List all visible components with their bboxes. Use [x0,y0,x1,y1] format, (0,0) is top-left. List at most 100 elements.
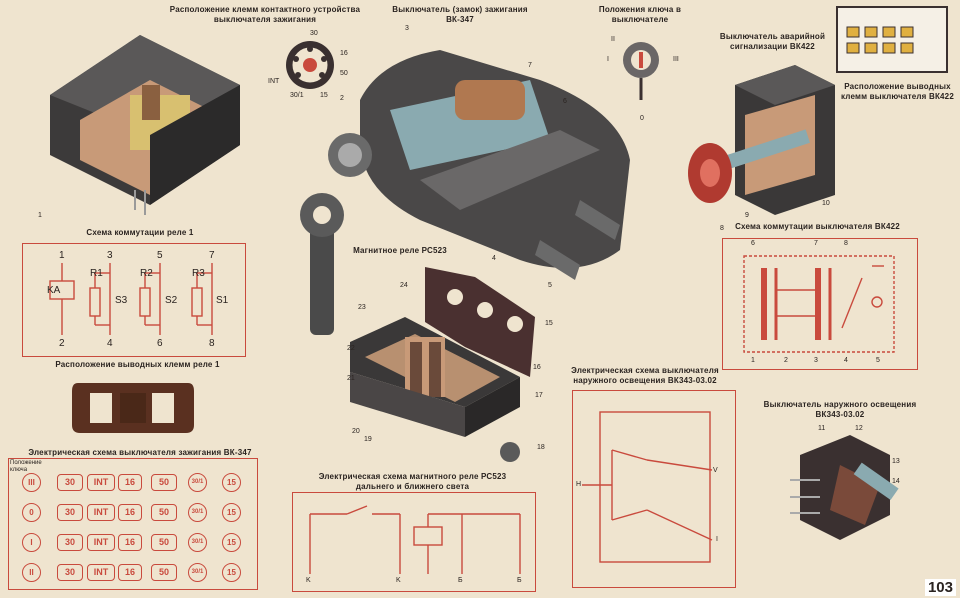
rs523-terminal-k1: K [306,577,311,584]
callout-9: 9 [745,212,749,219]
vk422-top-6: 6 [751,240,755,247]
key-positions-dial [623,42,659,100]
callout-14: 14 [892,478,900,485]
vk422-bottom-1: 1 [751,357,755,364]
caption-ignition-switch: Выключатель (замок) зажигания ВК-347 [392,5,528,24]
relay1-s2: S2 [165,295,178,306]
caption-vk347-scheme: Электрическая схема выключателя зажигани… [28,448,252,457]
relay1-bottom-2: 2 [59,338,65,349]
vk347-cell: 30/1 [188,563,207,582]
rs523-terminal-b2: Б [517,577,522,584]
vk347-cell: INT [87,534,115,551]
terminal-label-int: INT [268,78,280,85]
vk347-cell: 30 [57,504,83,521]
vk347-pos: 0 [22,503,41,522]
relay1-top-3: 3 [107,250,113,261]
vk422-bottom-2: 2 [784,357,788,364]
relay1-illustration [50,35,240,215]
outdoor-terminal-v: V [713,467,718,474]
callout-19: 19 [364,436,372,443]
rs523-terminal-b1: Б [458,577,463,584]
relay1-scheme-diagram [49,263,213,335]
vk347-cell: 30 [57,564,83,581]
relay1-bottom-6: 6 [157,338,163,349]
key-pos-iii: III [673,56,679,63]
rs523-scheme-diagram [309,505,521,574]
callout-12: 12 [855,425,863,432]
callout-13: 13 [892,458,900,465]
caption-key-positions: Положения ключа в выключателе [598,5,682,24]
vk347-pos: II [22,563,41,582]
outdoor-light-scheme-box [572,390,736,588]
callout-24: 24 [400,282,408,289]
relay1-top-5: 5 [157,250,163,261]
magnetic-relay-illustration [350,267,535,462]
callout-8: 8 [720,225,724,232]
relay1-r2: R2 [140,268,153,279]
outdoor-terminal-i: I [716,536,718,543]
relay1-terminals-plug [72,383,194,433]
terminal-label-30: 30 [310,30,318,37]
caption-vk422-scheme: Схема коммутации выключателя ВК422 [735,222,900,231]
key-pos-i: I [607,56,609,63]
callout-15: 15 [545,320,553,327]
contact-terminals-disc [286,41,334,89]
vk347-cell: 30/1 [188,503,207,522]
ignition-switch-illustration [300,50,630,335]
relay1-bottom-4: 4 [107,338,113,349]
vk422-top-7: 7 [814,240,818,247]
vk347-cell: 30 [57,534,83,551]
callout-17: 17 [535,392,543,399]
vk347-cell: 16 [118,564,142,581]
vk347-table-box [8,458,258,590]
outdoor-light-switch-illustration [790,435,899,540]
relay1-s3: S3 [115,295,128,306]
vk347-cell: 30/1 [188,473,207,492]
vk422-top-8: 8 [844,240,848,247]
vk347-cell: 30/1 [188,533,207,552]
hazard-switch-illustration [688,65,835,215]
vk422-scheme-box [722,238,918,370]
relay1-scheme-box [22,243,246,357]
caption-vk422-terminals: Расположение выводных клемм выключателя … [841,82,954,101]
callout-18: 18 [537,444,545,451]
callout-3: 3 [405,25,409,32]
vk347-cell: 15 [222,503,241,522]
vk347-cell: 15 [222,563,241,582]
caption-rs523-scheme: Электрическая схема магнитного реле РС52… [318,472,507,491]
vk347-cell: 16 [118,504,142,521]
callout-7: 7 [528,62,532,69]
vk347-cell: 30 [57,474,83,491]
callout-10: 10 [822,200,830,207]
vk422-bottom-4: 4 [844,357,848,364]
caption-contact-terminals: Расположение клемм контактного устройств… [169,5,361,24]
relay1-top-1: 1 [59,250,65,261]
relay1-top-7: 7 [209,250,215,261]
vk347-cell: 50 [151,534,177,551]
vk347-cell: 50 [151,504,177,521]
key-pos-ii: II [611,36,615,43]
relay1-bottom-8: 8 [209,338,215,349]
vk347-header: Положение ключа [10,460,42,473]
outdoor-terminal-h: Н [576,481,582,488]
caption-relay1-scheme: Схема коммутации реле 1 [86,228,194,237]
callout-21: 21 [347,375,355,382]
terminal-label-50: 50 [340,70,348,77]
callout-6: 6 [563,98,567,105]
callout-1: 1 [38,212,42,219]
vk347-cell: 16 [118,534,142,551]
caption-outdoor-light-switch: Выключатель наружного освещения ВК343-03… [763,400,917,419]
vk347-cell: 50 [151,474,177,491]
vk347-cell: INT [87,504,115,521]
callout-20: 20 [352,428,360,435]
vk347-cell: 15 [222,473,241,492]
callout-5: 5 [548,282,552,289]
terminal-label-30-1: 30/1 [290,92,304,99]
terminal-label-16: 16 [340,50,348,57]
terminal-label-15: 15 [320,92,328,99]
rs523-terminal-k2: K [396,577,401,584]
vk347-cell: 15 [222,533,241,552]
vk422-bottom-3: 3 [814,357,818,364]
page-number: 103 [924,579,956,596]
rs523-scheme-box [292,492,536,592]
